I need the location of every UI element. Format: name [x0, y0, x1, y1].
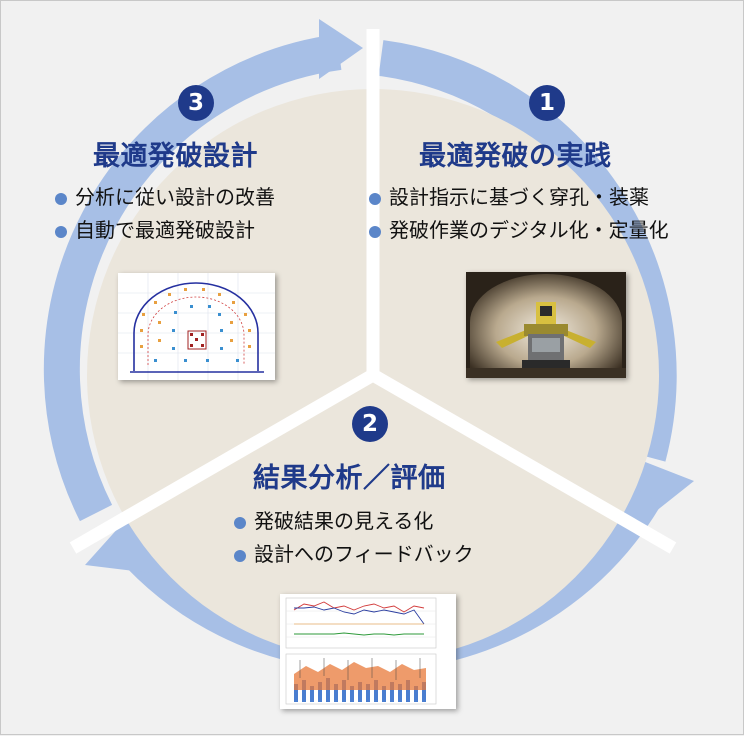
- step-2-number: 2: [352, 406, 388, 442]
- blast-hole-layout-diagram: [118, 273, 275, 380]
- tunnel-photo-image: [466, 272, 626, 378]
- arrowhead-3-to-1: [319, 19, 363, 79]
- step-3-item: 分析に従い設計の改善: [53, 181, 275, 214]
- step-3-item: 自動で最適発破設計: [53, 214, 275, 247]
- step-1-items: 設計指示に基づく穿孔・装薬 発破作業のデジタル化・定量化: [367, 181, 669, 247]
- analysis-charts-image: [280, 594, 456, 709]
- step-3-items: 分析に従い設計の改善 自動で最適発破設計: [53, 181, 275, 247]
- blast-hole-layout-image: [118, 273, 275, 380]
- step-2-title: 結果分析／評価: [253, 463, 446, 494]
- step-2-item: 設計へのフィードバック: [232, 538, 474, 571]
- tunnel-drilling-jumbo-photo: [466, 272, 626, 378]
- analysis-charts-screenshot: [285, 597, 437, 705]
- cycle-arrow-3-to-1: [43, 34, 342, 522]
- step-1-title: 最適発破の実践: [419, 141, 612, 172]
- step-1-item: 設計指示に基づく穿孔・装薬: [367, 181, 669, 214]
- step-1-number: 1: [529, 85, 565, 121]
- step-3-number: 3: [178, 85, 214, 121]
- arrowhead-2-to-3: [85, 506, 175, 576]
- step-3-title: 最適発破設計: [93, 141, 258, 172]
- step-2-items: 発破結果の見える化 設計へのフィードバック: [232, 505, 474, 571]
- step-1-item: 発破作業のデジタル化・定量化: [367, 214, 669, 247]
- step-2-item: 発破結果の見える化: [232, 505, 474, 538]
